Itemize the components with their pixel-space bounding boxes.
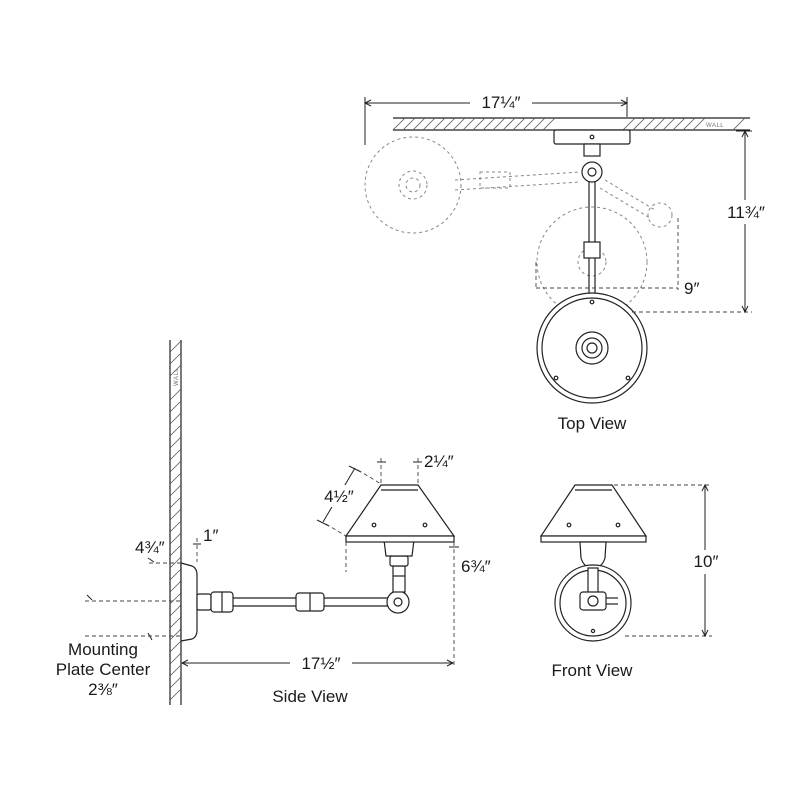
side-arm	[196, 555, 410, 614]
dim-top-width-label: 17¼″	[481, 93, 520, 112]
dim-shade-top: 2¼″	[377, 452, 454, 484]
dim-front-height-label: 10″	[694, 552, 719, 571]
side-view-title: Side View	[272, 687, 348, 706]
dim-top-width: 17¼″	[363, 92, 629, 145]
top-wall: WALL	[392, 117, 750, 131]
top-ghost-positions	[364, 136, 673, 318]
front-view: 10″ Front View	[539, 483, 726, 680]
top-view-title: Top View	[558, 414, 627, 433]
dim-shade-height-label: 4½″	[324, 487, 354, 506]
dim-shade-height: 4½″	[316, 465, 382, 537]
side-wall-label: WALL	[174, 368, 180, 386]
dim-extension-label: 17½″	[301, 654, 340, 673]
dim-plate: 4¾″ 1″	[135, 526, 218, 564]
top-mounting-plate	[553, 129, 631, 145]
top-view: WALL	[363, 92, 774, 433]
side-shade	[344, 484, 456, 557]
dim-front-height: 10″	[614, 483, 726, 638]
side-wall: WALL	[169, 340, 182, 705]
dim-top-depth: 11¾″	[632, 129, 774, 314]
front-shade	[539, 484, 648, 569]
side-mounting-plate	[180, 562, 198, 642]
dim-extension: 17½″	[180, 652, 455, 674]
dim-top-offset-label: 9″	[684, 279, 699, 298]
side-view: WALL	[56, 340, 491, 706]
front-view-title: Front View	[552, 661, 634, 680]
dim-shade-drop-label: 6¾″	[461, 557, 491, 576]
top-shade	[536, 292, 648, 404]
dim-shade-top-label: 2¼″	[424, 452, 454, 471]
dim-plate-height-label: 4¾″	[135, 538, 165, 557]
front-mounting-plate	[554, 564, 632, 642]
dim-top-offset: 9″	[535, 218, 699, 298]
top-wall-label: WALL	[706, 123, 724, 129]
plate-center-label-2: Plate Center	[56, 660, 151, 679]
top-arm	[581, 143, 603, 300]
dim-plate-depth-label: 1″	[203, 526, 218, 545]
plate-center-label-1: Mounting	[68, 640, 138, 659]
dim-plate-center: Mounting Plate Center 2⅜″	[56, 594, 181, 699]
dim-shade-drop: 6¾″	[345, 542, 491, 665]
dim-top-depth-label: 11¾″	[727, 203, 765, 222]
plate-center-value: 2⅜″	[88, 680, 118, 699]
